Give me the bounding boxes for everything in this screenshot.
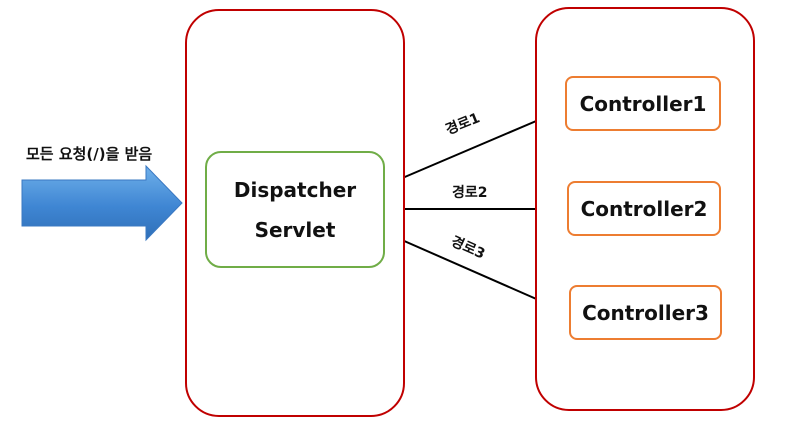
dispatcher-servlet-box: Dispatcher Servlet	[205, 151, 385, 268]
controller1-box: Controller1	[565, 76, 721, 131]
dispatcher-label-line2: Servlet	[254, 217, 336, 242]
route-label-2: 경로2	[452, 185, 488, 201]
request-arrow	[21, 164, 183, 242]
request-label: 모든 요청(/)을 받음	[26, 145, 153, 163]
dispatcher-label-line1: Dispatcher	[233, 177, 357, 202]
controller2-box: Controller2	[567, 181, 721, 236]
controller3-box: Controller3	[569, 285, 722, 340]
route-arrow-1	[385, 109, 563, 186]
